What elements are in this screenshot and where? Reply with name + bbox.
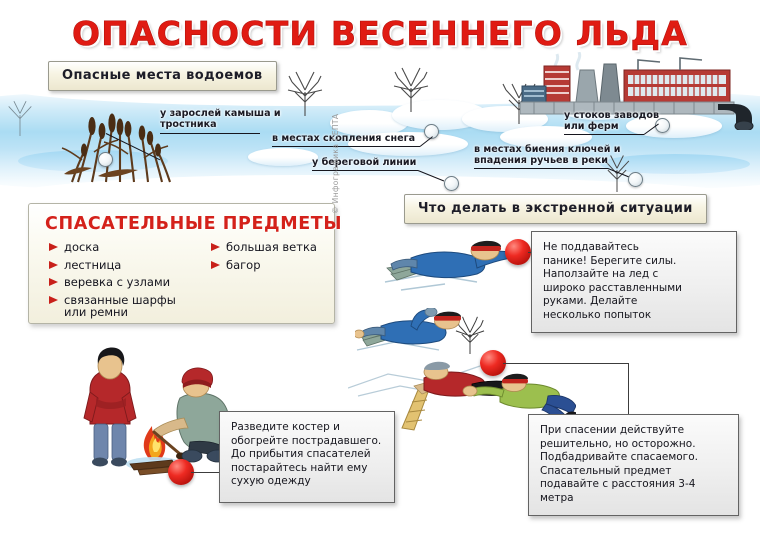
section-label-dangerous-places: Опасные места водоемов (48, 61, 277, 91)
list-item: большая ветка (211, 241, 331, 254)
list-item: связанные шарфы или ремни (49, 292, 199, 319)
rescue-items-title: СПАСАТЕЛЬНЫЕ ПРЕДМЕТЫ (45, 214, 343, 234)
red-marker-sphere[interactable] (505, 239, 531, 265)
rescue-item-label: связанные шарфы или ремни (64, 292, 176, 319)
section-label-emergency: Что делать в экстренной ситуации (404, 194, 707, 224)
pin-label-snow: в местах скопления снега (272, 133, 416, 144)
pin-rule-snow (272, 146, 420, 147)
callout-leader-line (503, 363, 629, 364)
pin-dot-snow[interactable] (424, 124, 439, 139)
pin-dot-reeds[interactable] (98, 152, 113, 167)
rescue-items-panel: СПАСАТЕЛЬНЫЕ ПРЕДМЕТЫ доска лестница вер… (28, 203, 341, 324)
bare-tree-illustration (388, 66, 434, 117)
list-item: лестница (49, 257, 199, 272)
campfire-rescue-illustration (68, 342, 238, 487)
bare-tree-illustration (0, 96, 40, 141)
watermark-credit: © Инфографика СЕПТА (331, 113, 340, 214)
ice-bottom-edge (0, 175, 760, 193)
rescue-item-label: доска (64, 240, 100, 254)
pin-rule-shore (312, 170, 418, 171)
bare-tree-illustration (282, 70, 328, 121)
list-item: веревка с узлами (49, 276, 199, 289)
rescue-item-label: большая ветка (226, 240, 317, 254)
pin-label-shore: у береговой линии (312, 157, 417, 168)
arrow-bullet-icon (49, 260, 58, 269)
pin-dot-factory[interactable] (655, 118, 670, 133)
rescue-item-label: веревка с узлами (64, 275, 171, 289)
rescue-items-left-column: доска лестница веревка с узлами связанны… (49, 241, 199, 324)
pin-rule-factory (564, 134, 644, 135)
pin-rule-springs (474, 168, 608, 169)
arrow-bullet-icon (49, 295, 58, 304)
pin-dot-shore[interactable] (444, 176, 459, 191)
callout-rescue: При спасении действуйте решительно, но о… (528, 414, 739, 516)
reeds-illustration (58, 112, 186, 189)
factory-illustration (519, 51, 755, 135)
rescue-items-right-column: большая ветка багор (211, 241, 331, 276)
pin-label-springs: в местах биения ключей и впадения ручьев… (474, 144, 621, 166)
snow-mound (348, 132, 468, 156)
page-title: ОПАСНОСТИ ВЕСЕННЕГО ЛЬДА (71, 14, 689, 54)
crawling-person-illustration (353, 307, 485, 371)
crawling-person-illustration (383, 238, 533, 305)
red-marker-sphere[interactable] (480, 350, 506, 376)
callout-leader-line (191, 472, 221, 473)
arrow-bullet-icon (211, 260, 220, 269)
open-water-patch (600, 154, 750, 174)
arrow-bullet-icon (49, 243, 58, 251)
snow-mound (500, 126, 592, 148)
arrow-bullet-icon (49, 278, 58, 286)
pin-dot-springs[interactable] (628, 172, 643, 187)
arrow-bullet-icon (211, 243, 220, 251)
pin-label-reeds: у зарослей камыша и тростника (160, 108, 281, 130)
list-item: доска (49, 241, 199, 254)
snow-mound (248, 148, 318, 166)
red-marker-sphere[interactable] (168, 459, 194, 485)
callout-leader-line-vertical (628, 363, 629, 415)
bare-tree-illustration (596, 150, 638, 197)
list-item: багор (211, 257, 331, 272)
callout-panic: Не поддавайтесь панике! Берегите силы. Н… (531, 231, 737, 333)
callout-fire: Разведите костер и обогрейте пострадавше… (219, 411, 395, 503)
pin-rule-reeds (160, 133, 260, 134)
rescue-item-label: багор (226, 257, 261, 272)
pin-label-factory: у стоков заводов или ферм (564, 110, 660, 132)
rescue-item-label: лестница (64, 257, 122, 272)
